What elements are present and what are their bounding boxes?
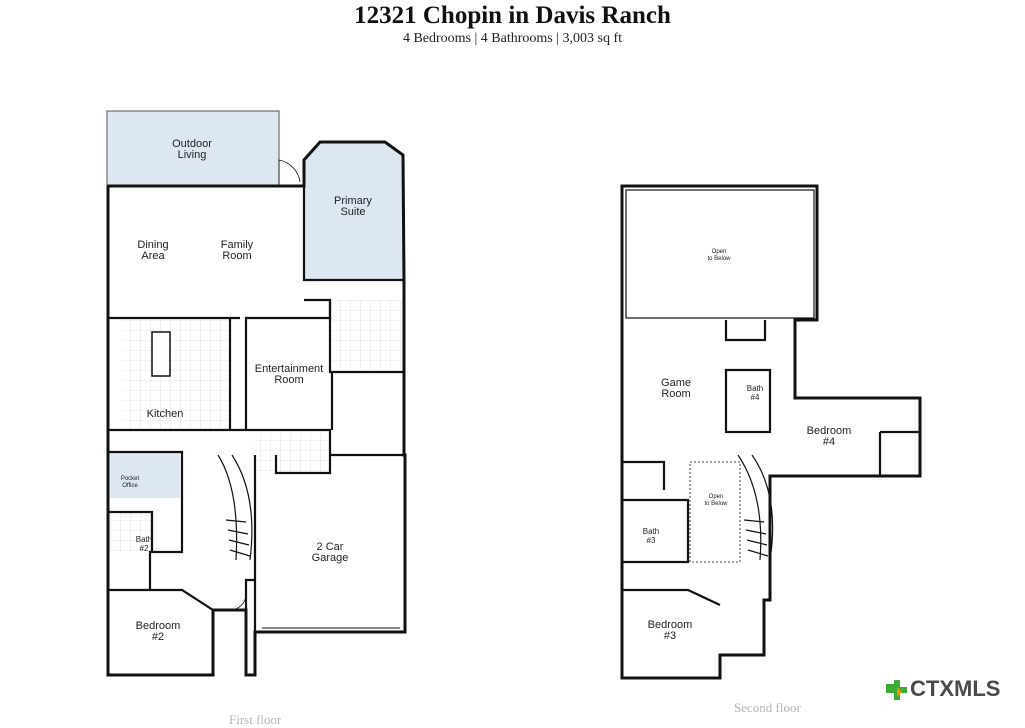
room-label: #2 <box>140 544 149 553</box>
room-label: Kitchen <box>147 408 184 420</box>
pocket-office-area <box>110 452 180 498</box>
first-floor-labels: Outdoor Living Primary Suite Dining Area… <box>121 138 373 643</box>
room-label: #4 <box>751 393 760 402</box>
first-floor-interior-walls <box>108 186 405 632</box>
room-label: #3 <box>664 630 676 642</box>
second-floor-exterior-wall <box>620 184 922 680</box>
room-label: #2 <box>152 631 164 643</box>
bath2-tile <box>110 512 152 552</box>
room-label: Suite <box>340 206 365 218</box>
first-floor-caption: First floor <box>229 712 282 727</box>
room-label: Bedroom <box>648 619 693 631</box>
room-label: Game <box>661 377 691 389</box>
door-swing <box>278 159 301 186</box>
door-swing <box>229 593 247 611</box>
room-label: to Below <box>707 256 731 262</box>
primary-bath-tile <box>332 300 404 370</box>
room-label: Living <box>178 149 207 161</box>
room-label: Dining <box>137 239 168 251</box>
room-label: Room <box>274 374 303 386</box>
room-label: Outdoor <box>172 138 212 150</box>
ctxmls-wordmark: CTXMLS <box>910 676 1001 701</box>
plan-subtitle: 4 Bedrooms | 4 Bathrooms | 3,003 sq ft <box>402 31 623 46</box>
room-label: Bath <box>643 527 659 536</box>
laundry-tile <box>255 433 330 473</box>
outdoor-living-area <box>106 110 280 186</box>
kitchen-island <box>151 331 171 377</box>
open-to-below-stair <box>689 461 741 563</box>
room-label: #3 <box>647 536 656 545</box>
ctxmls-logo: CTXMLS <box>884 674 1004 706</box>
room-label: to Below <box>704 501 728 507</box>
second-floor-plan <box>620 184 922 680</box>
room-label: Garage <box>312 552 349 564</box>
room-label: Pocket <box>121 476 140 482</box>
room-label: Family <box>221 239 254 251</box>
primary-suite-area <box>304 142 403 280</box>
first-floor-plan <box>106 110 407 677</box>
room-label: Bath <box>747 384 763 393</box>
second-floor-staircase <box>737 454 774 561</box>
room-label: 2 Car <box>317 541 344 553</box>
second-floor-caption: Second floor <box>734 700 801 715</box>
second-floor-labels: Open to Below Game Room Bath #4 Bedroom … <box>643 249 852 642</box>
room-label: Bath <box>136 535 152 544</box>
room-label: Area <box>141 250 165 262</box>
room-label: Open <box>712 249 727 255</box>
room-label: Office <box>122 483 138 489</box>
first-floor-staircase <box>217 454 253 561</box>
room-label: Room <box>222 250 251 262</box>
first-floor-exterior-wall <box>106 140 407 677</box>
open-to-below-top <box>625 189 815 319</box>
room-label: Bedroom <box>807 425 852 437</box>
room-label: Bedroom <box>136 620 181 632</box>
room-label: Open <box>709 494 724 500</box>
second-floor-interior-walls <box>622 320 922 606</box>
room-label: Room <box>661 388 690 400</box>
room-label: Entertainment <box>255 363 323 375</box>
room-label: Primary <box>334 195 372 207</box>
kitchen-tile <box>122 318 230 430</box>
room-label: #4 <box>823 436 835 448</box>
plan-title: 12321 Chopin in Davis Ranch <box>354 2 671 29</box>
ctxmls-mark-icon <box>886 680 907 700</box>
